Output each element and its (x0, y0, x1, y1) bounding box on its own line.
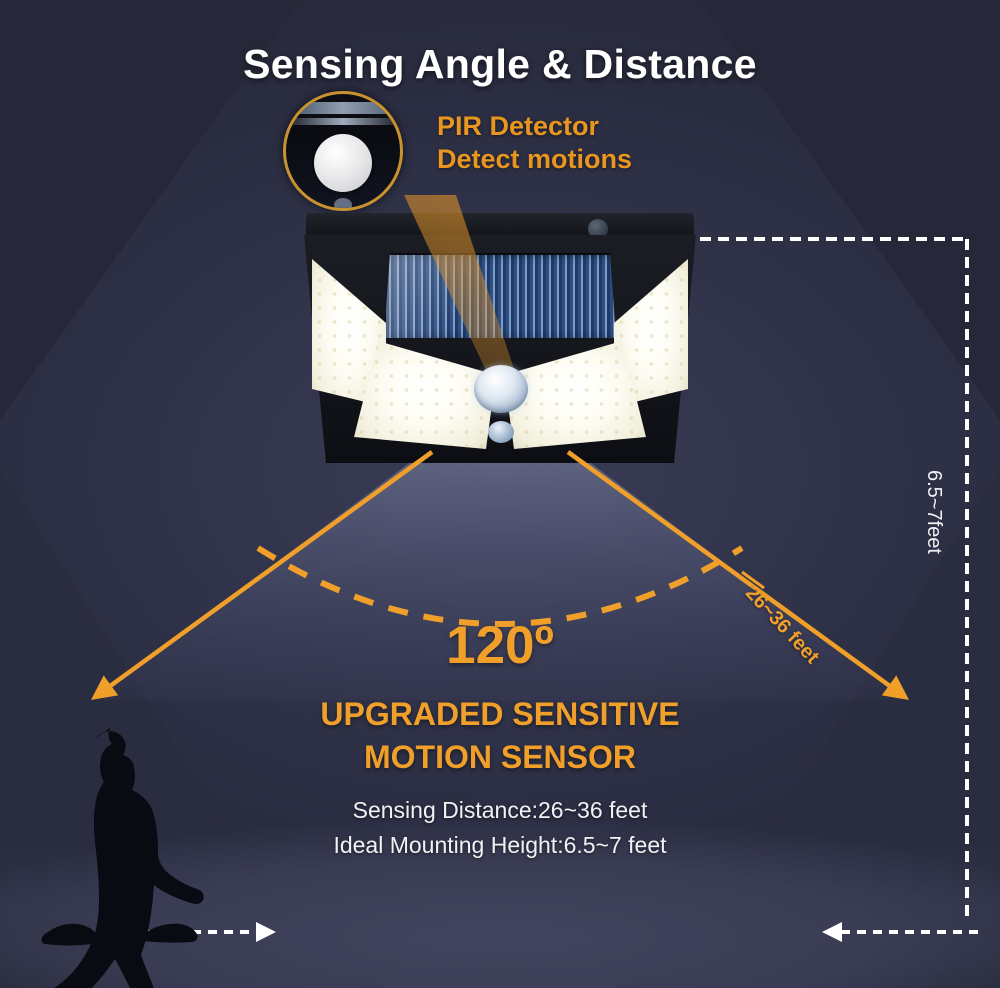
pir-callout-line1: PIR Detector (437, 111, 600, 141)
pir-dome-icon (314, 134, 372, 192)
spec-mounting-height: Ideal Mounting Height:6.5~7 feet (333, 831, 667, 858)
sensing-angle-arrow-left (90, 450, 434, 700)
solar-panel-icon (384, 253, 616, 338)
housing-glare (286, 118, 400, 125)
headline-line1: UPGRADED SENSITIVE (320, 696, 680, 732)
sensing-angle-arrow-right (566, 450, 910, 700)
sensing-angle-value: 120º (446, 616, 554, 675)
solar-wall-light-product (296, 195, 704, 463)
light-sensor-icon (488, 421, 514, 443)
pir-secondary-sensor-icon (334, 198, 352, 208)
sensing-light-cone (92, 455, 908, 700)
sensing-angle-arc (256, 545, 744, 627)
spec-sensing-distance: Sensing Distance:26~36 feet (352, 797, 648, 823)
floor-light-pool (0, 818, 1000, 988)
power-button-icon (588, 219, 608, 239)
pir-magnifier-circle (283, 91, 403, 211)
walking-person-silhouette (41, 727, 204, 988)
page-title: Sensing Angle & Distance (243, 41, 757, 88)
solar-panel-sheen (386, 255, 616, 338)
mounting-height-label: 6.5~7feet (923, 470, 945, 554)
headline-block: UPGRADED SENSITIVE MOTION SENSOR (0, 693, 1000, 778)
pir-callout-line2: Detect motions (437, 144, 633, 175)
solar-edge-strip (286, 102, 400, 114)
pir-dome-icon (474, 365, 528, 413)
headline-line2: MOTION SENSOR (363, 738, 636, 775)
spec-block: Sensing Distance:26~36 feet Ideal Mounti… (0, 793, 1000, 863)
pir-callout-text: PIR Detector Detect motions (437, 110, 632, 177)
distance-tick-mark (741, 570, 765, 590)
